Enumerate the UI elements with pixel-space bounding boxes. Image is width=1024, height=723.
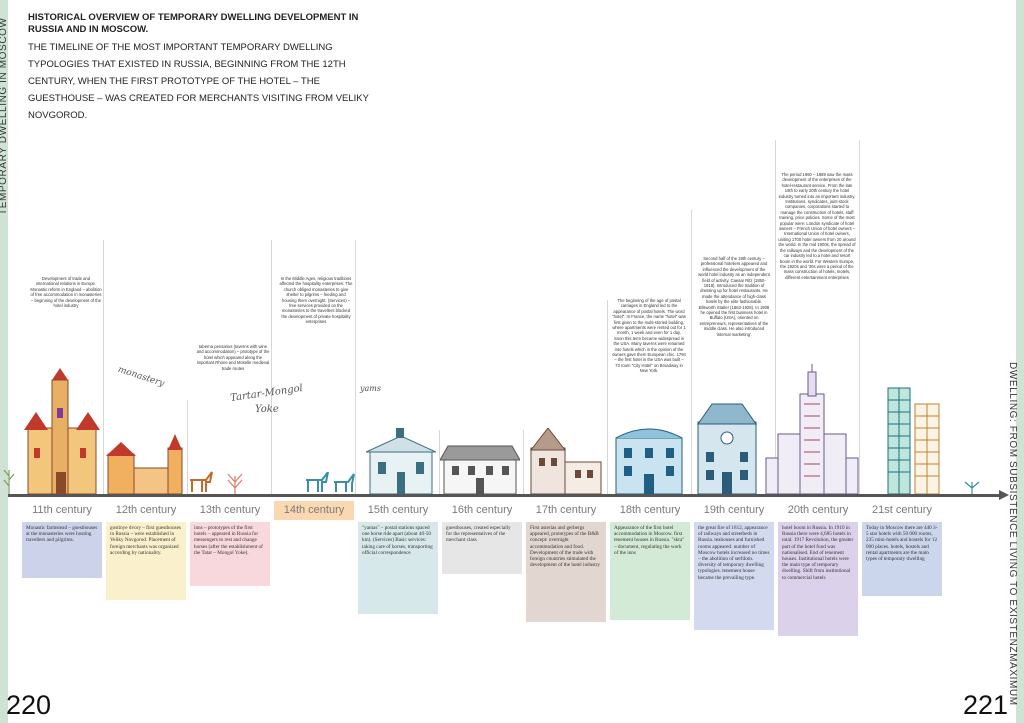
horse-illustration <box>188 470 214 494</box>
century-description-20: hotel boom in Russia. In 1910 in Russia … <box>778 522 858 636</box>
century-label-16: 16th century <box>451 504 513 516</box>
century-description-12: gostinye dvory – first guesthouses in Ru… <box>106 522 186 600</box>
century-label-17: 17th century <box>535 504 597 516</box>
timeline-axis <box>8 494 1002 497</box>
bush-illustration-right <box>962 480 982 494</box>
page-number-right: 221 <box>962 690 1008 720</box>
century-label-11: 11th century <box>32 504 92 516</box>
century-description-15: "yamas" – postal stations spaced one hor… <box>358 522 438 614</box>
divider-line <box>523 430 524 495</box>
rental-apartments-illustration <box>913 402 941 494</box>
century-label-15: 15th century <box>367 504 429 516</box>
right-running-head-text: DWELLING: FROM SUBSISTENCE LIVING TO EXI… <box>1007 362 1018 706</box>
century-label-20: 20th century <box>787 504 849 516</box>
divider-line <box>187 400 188 495</box>
first-hotel-illustration <box>612 424 686 494</box>
divider-line <box>439 430 440 495</box>
right-edge-strip <box>1016 0 1024 723</box>
handwritten-yoke-line2: Yoke <box>255 404 279 415</box>
century-description-17: First asterias and gerbergs appeared, pr… <box>526 522 606 622</box>
century-label-21: 21st century <box>872 504 932 516</box>
timeline-arrowhead <box>999 490 1009 500</box>
note-hotel-boom: The period 1960 – 1989 saw the mass deve… <box>778 172 856 280</box>
asteria-illustration <box>527 428 603 494</box>
handwritten-yoke-line1: Tartar-Mongol <box>229 382 304 405</box>
century-label-12: 12th century <box>115 504 177 516</box>
tenement-illustration <box>692 400 762 494</box>
century-description-19: the great fire of 1812, appearance of ra… <box>694 522 774 630</box>
modern-tower-illustration <box>884 384 914 494</box>
monastery-illustration <box>22 368 102 494</box>
divider-line <box>691 210 692 495</box>
left-running-head-text: TEMPORARY DWELLING IN MOSCOW <box>0 17 9 215</box>
century-description-18: Appearance of the first hotel accommodat… <box>610 522 690 620</box>
divider-line <box>607 300 608 495</box>
lead-paragraph: THE TIMELINE OF THE MOST IMPORTANT TEMPO… <box>28 42 369 121</box>
divider-line <box>355 240 356 495</box>
century-description-13: inns – prototypes of the first hotels – … <box>190 522 270 586</box>
divider-line <box>271 240 272 495</box>
guesthouse-illustration <box>106 434 186 494</box>
century-description-11: Monastic farmstead – guesthouses at the … <box>22 522 102 578</box>
page-title: HISTORICAL OVERVIEW OF TEMPORARY DWELLIN… <box>28 12 359 35</box>
divider-line <box>859 140 860 495</box>
handwritten-monastery: monastery <box>116 364 166 390</box>
century-description-21: Today in Moscow there are 440 3-5 star h… <box>862 522 942 596</box>
century-label-13: 13th century <box>199 504 261 516</box>
merchant-guesthouse-illustration <box>440 444 520 494</box>
note-europe-trade: Development of trade and international r… <box>30 276 102 309</box>
century-label-14: 14th century <box>274 501 354 520</box>
postal-station-illustration <box>366 428 436 494</box>
handwritten-yams: yams <box>360 384 381 393</box>
divider-line <box>103 240 104 495</box>
note-middle-ages: In the Middle Ages, religious traditions… <box>279 276 353 325</box>
century-description-16: guesthouses, created especially for the … <box>442 522 522 574</box>
note-taberna: taberna pensarius (taverns with wine and… <box>196 344 270 371</box>
page-number-left: 220 <box>6 690 52 720</box>
century-label-19: 19th century <box>703 504 765 516</box>
note-postal-hotels: The beginning of the age of postal carri… <box>612 298 686 374</box>
tree-illustration <box>2 466 16 494</box>
left-edge-strip <box>0 0 8 723</box>
header: HISTORICAL OVERVIEW OF TEMPORARY DWELLIN… <box>28 12 388 124</box>
stalin-highrise-illustration <box>764 364 860 494</box>
century-label-18: 18th century <box>619 504 681 516</box>
bush-illustration <box>224 470 246 494</box>
horse-illustration-blue <box>304 472 358 494</box>
divider-line <box>775 140 776 495</box>
note-hoteliers: Second half of the 19th century – profes… <box>698 256 770 337</box>
